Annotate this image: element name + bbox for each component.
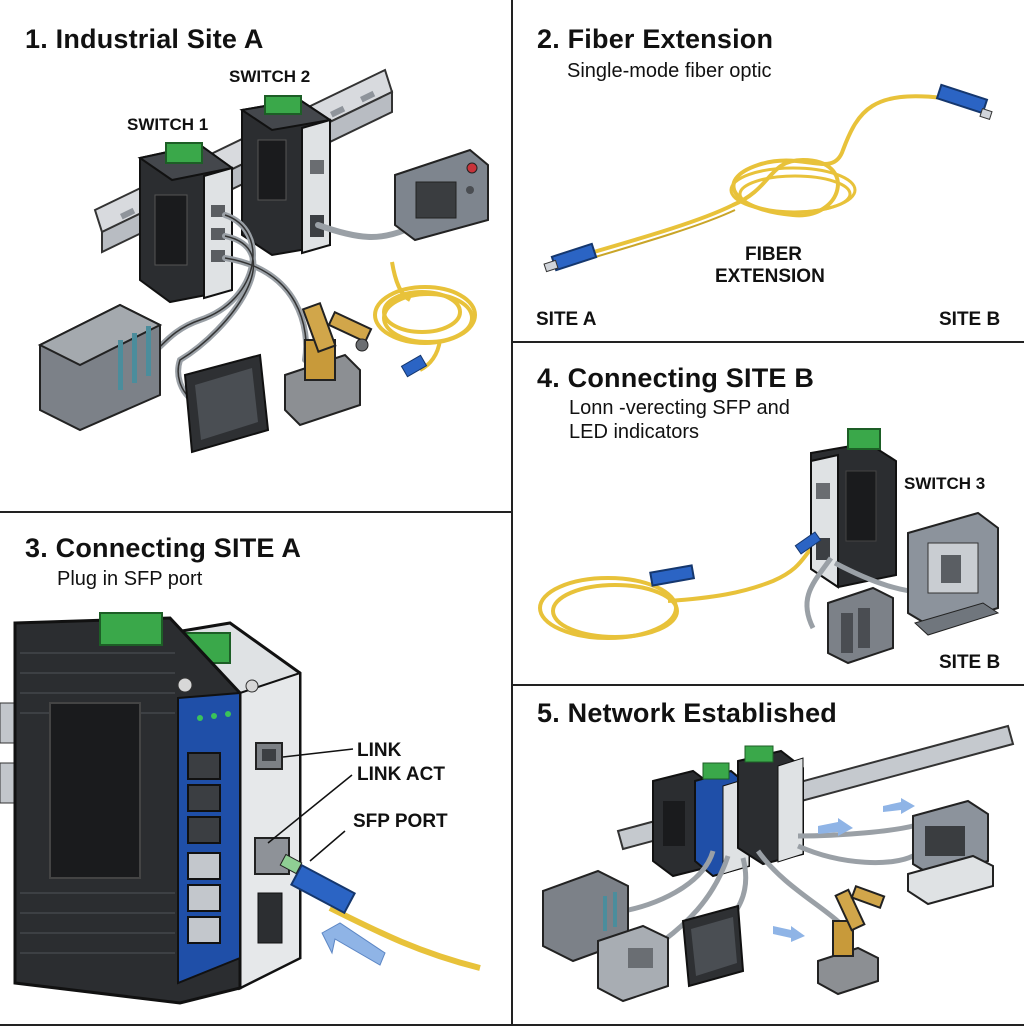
site-a-label: SITE A <box>536 309 597 330</box>
fiber-extension-label-line1: FIBER <box>745 244 802 265</box>
controller-box <box>597 924 669 1003</box>
panel-fiber-extension: 2. Fiber Extension Single-mode fiber opt… <box>513 0 1024 341</box>
rj45-ports <box>187 752 221 844</box>
fiber-extension-illustration <box>543 83 993 273</box>
robot-arm <box>284 301 373 427</box>
touch-panel-small <box>681 904 745 988</box>
fiber-extension-label-line2: EXTENSION <box>715 266 825 287</box>
fiber-connector-right <box>935 83 993 120</box>
robot-arm-small <box>817 884 886 996</box>
switch-1-label: SWITCH 1 <box>127 115 209 134</box>
panel-2-subtitle: Single-mode fiber optic <box>567 60 772 82</box>
panel-1-title: 1. Industrial Site A <box>25 24 264 54</box>
switch-2 <box>239 95 333 257</box>
site-b-bottom-label: SITE B <box>939 652 1001 673</box>
panel-3-title: 3. Connecting SITE A <box>25 533 302 563</box>
switch-3 <box>794 428 897 589</box>
link-act-label: LINK ACT <box>357 764 445 785</box>
panel-4-subtitle-line1: Lonn -verecting SFP and <box>569 397 790 419</box>
panel-industrial-site-a: 1. Industrial Site A SWITCH 2 SWITCH 1 <box>0 0 511 511</box>
panel-4-title: 4. Connecting SITE B <box>537 363 815 393</box>
fiber-connector-left <box>543 242 598 273</box>
site-a-illustration <box>37 68 489 454</box>
hmi-panel-device <box>394 148 489 242</box>
link-label: LINK <box>357 740 402 761</box>
panel-connecting-site-b: 4. Connecting SITE B Lonn -verecting SFP… <box>513 343 1024 684</box>
panel-5-title: 5. Network Established <box>537 698 837 728</box>
fiber-coil <box>373 261 477 378</box>
switch-2-label: SWITCH 2 <box>229 67 311 86</box>
network-established-illustration <box>542 724 1015 1003</box>
fiber-plug <box>279 853 481 971</box>
panel-4-subtitle-line2: LED indicators <box>569 421 700 443</box>
panel-2-title: 2. Fiber Extension <box>537 24 774 54</box>
sfp-port-label: SFP PORT <box>353 811 448 832</box>
switch-rear-body <box>166 621 302 991</box>
plc-module <box>827 586 894 665</box>
terminal-right <box>907 799 994 906</box>
panel-connecting-site-a: 3. Connecting SITE A Plug in SFP port LI… <box>0 513 511 1024</box>
machine-terminal <box>907 511 1000 636</box>
switch-1 <box>137 142 235 304</box>
site-b-illustration <box>538 428 1000 665</box>
switch-main-body <box>13 612 242 1005</box>
site-b-label: SITE B <box>939 309 1001 330</box>
panel-network-established: 5. Network Established <box>513 686 1024 1024</box>
switch-3-label: SWITCH 3 <box>904 474 986 493</box>
panel-3-subtitle: Plug in SFP port <box>57 568 203 590</box>
sfp-plug-illustration <box>0 612 481 1005</box>
touch-panel <box>183 353 270 454</box>
plc-rack <box>37 303 163 432</box>
switch-c <box>737 745 804 866</box>
insert-arrow <box>321 922 386 966</box>
